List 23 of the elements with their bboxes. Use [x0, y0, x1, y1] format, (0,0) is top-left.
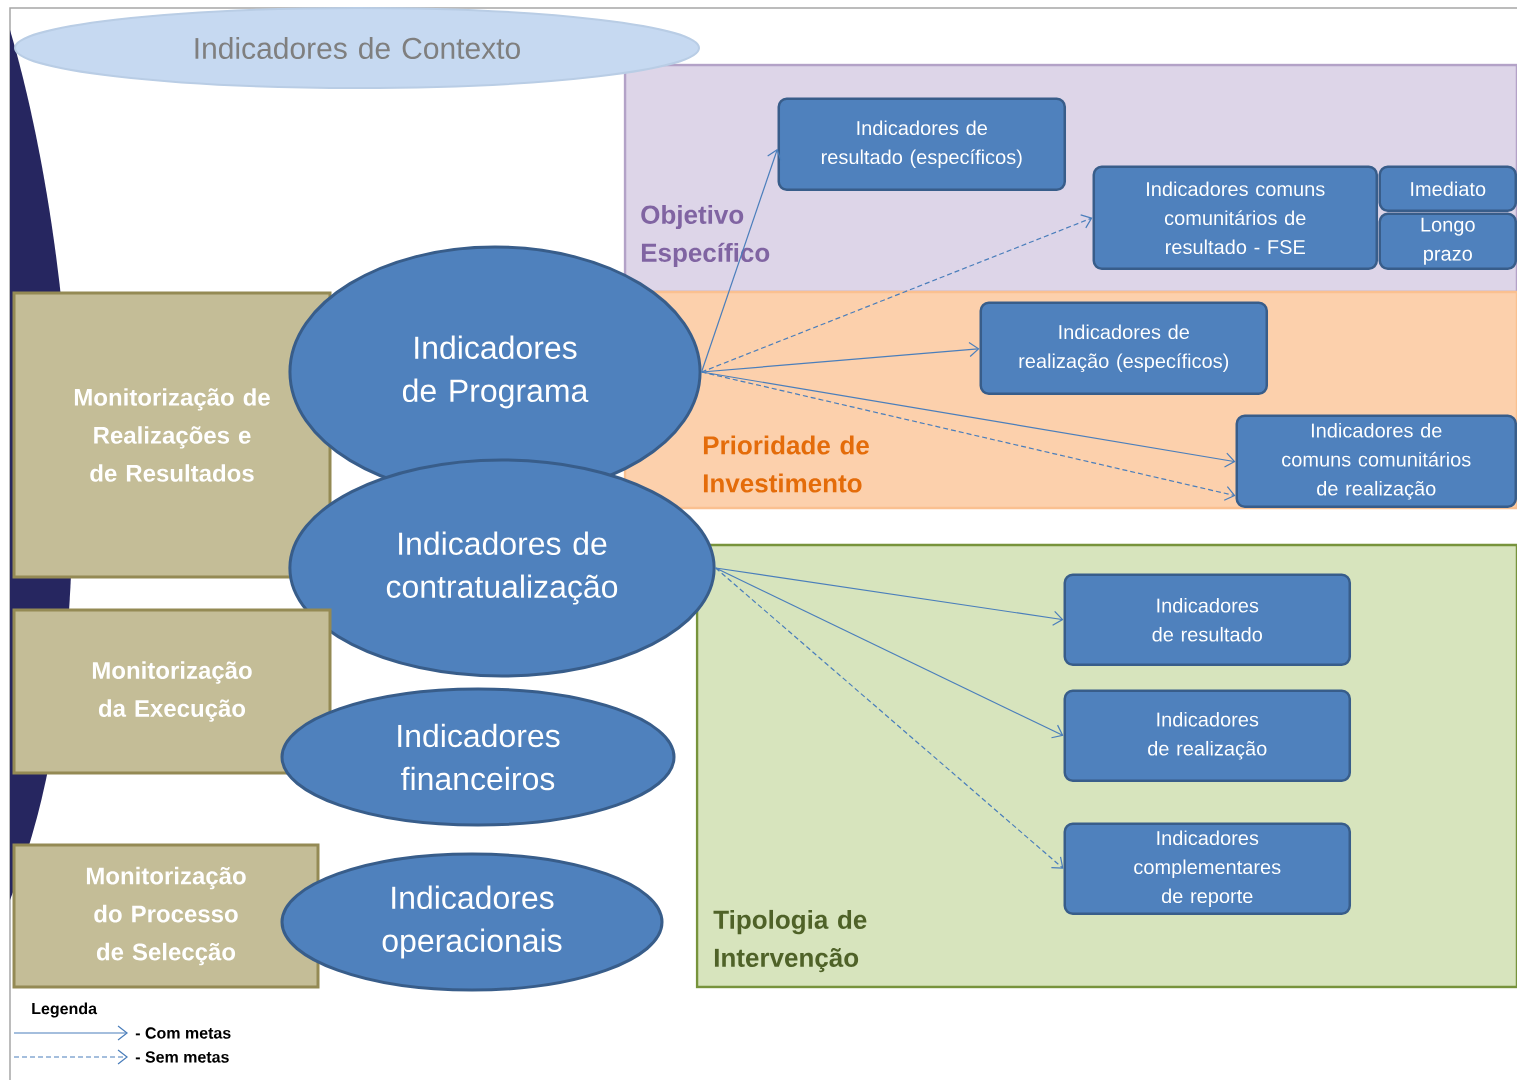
indicator-box: Longo prazo [1378, 212, 1517, 270]
indicator-box: Indicadores complementares de reporte [1063, 822, 1351, 915]
arrow [715, 567, 1064, 626]
arrow [700, 371, 1236, 501]
legend-title: Legenda [32, 1002, 98, 1018]
indicator-box: Indicadores comuns comunitários de resultado - FSE [1092, 165, 1378, 270]
indicator-box: Indicadores de resultado [1063, 573, 1351, 666]
arrow [700, 371, 1236, 468]
indicator-box: Indicadores de comuns comunitários de realização [1235, 414, 1517, 508]
monitoring-box: Monitorização da Execução [12, 608, 332, 775]
arrow [700, 148, 782, 373]
arrow [715, 567, 1064, 739]
indicator-box: Indicadores de realização [1063, 689, 1351, 782]
monitoring-box: Monitorização do Processo de Selecção [12, 843, 320, 989]
indicator-box: Indicadores de resultado (específicos) [777, 97, 1066, 191]
monitoring-box: Monitorização de Realizações e de Resultados [12, 291, 332, 579]
legend-text: - Sem metas [135, 1051, 229, 1063]
indicator-box: Indicadores de realização (específicos) [979, 301, 1268, 395]
indicator-box: Imediato [1378, 165, 1517, 212]
legend-text: - Com metas [135, 1027, 231, 1039]
arrow [700, 214, 1093, 373]
arrow [700, 342, 980, 373]
arrow [715, 567, 1064, 869]
